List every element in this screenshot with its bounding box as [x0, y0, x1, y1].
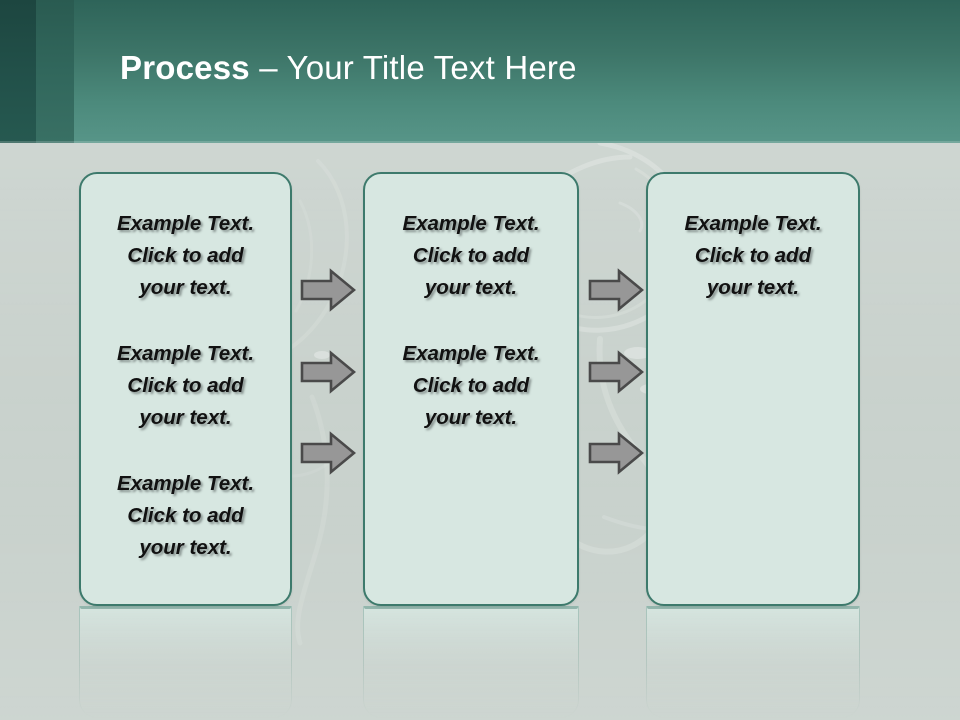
process-box-1[interactable]: Example Text. Click to add your text. Ex… [79, 172, 292, 606]
header-accent-band-dark [0, 0, 36, 143]
box-reflection-2 [363, 606, 579, 718]
process-box-2[interactable]: Example Text. Click to add your text. Ex… [363, 172, 579, 606]
process-box-3[interactable]: Example Text. Click to add your text. [646, 172, 860, 606]
page-title-strong: Process [120, 49, 250, 86]
box-reflection-3 [646, 606, 860, 718]
process-box-1-paragraph-1[interactable]: Example Text. Click to add your text. [116, 212, 255, 299]
reflection-cap [364, 606, 578, 609]
process-box-2-paragraph-1[interactable]: Example Text. Click to add your text. [402, 212, 540, 299]
arrow-right-icon [588, 350, 644, 394]
header-accent-band-mid [36, 0, 74, 143]
arrow-right-icon [300, 268, 356, 312]
process-box-2-paragraph-2[interactable]: Example Text. Click to add your text. [402, 342, 540, 429]
box-reflection-1 [79, 606, 292, 718]
reflection-cap [647, 606, 859, 609]
arrow-right-icon [588, 431, 644, 475]
reflection-cap [80, 606, 291, 609]
page-title: Process – Your Title Text Here [120, 48, 940, 88]
process-box-2-content: Example Text. Click to add your text. Ex… [377, 208, 565, 434]
process-box-1-paragraph-2[interactable]: Example Text. Click to add your text. [116, 342, 255, 429]
process-box-3-content: Example Text. Click to add your text. [660, 208, 846, 304]
arrow-right-icon [300, 350, 356, 394]
arrow-right-icon [300, 431, 356, 475]
header-underline [0, 141, 960, 143]
process-box-1-paragraph-3[interactable]: Example Text. Click to add your text. [116, 472, 255, 559]
page-title-rest: – Your Title Text Here [249, 49, 577, 86]
slide-header: Process – Your Title Text Here [0, 0, 960, 143]
arrow-right-icon [588, 268, 644, 312]
process-box-1-content: Example Text. Click to add your text. Ex… [93, 208, 278, 564]
process-box-3-paragraph-1[interactable]: Example Text. Click to add your text. [684, 212, 822, 299]
